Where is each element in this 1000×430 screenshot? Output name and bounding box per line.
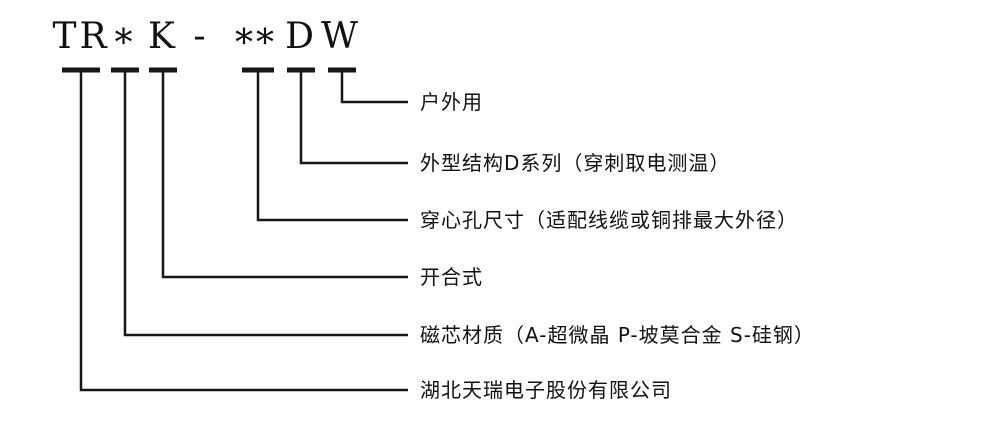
code-seg-w: W xyxy=(320,16,362,57)
label-company: 湖北天瑞电子股份有限公司 xyxy=(420,378,672,402)
code-seg-core-material-placeholder: * xyxy=(114,23,136,64)
code-seg-k: K xyxy=(148,16,178,57)
label-split-type: 开合式 xyxy=(420,265,483,289)
connector-hole-size xyxy=(242,67,408,222)
connector-split-type xyxy=(149,67,408,279)
code-seg-dash: - xyxy=(193,16,209,57)
connector-structure-series xyxy=(287,67,408,165)
label-hole-size: 穿心孔尺寸（适配线缆或铜排最大外径） xyxy=(420,208,798,232)
label-structure-series: 外型结构D系列（穿刺取电测温） xyxy=(420,151,731,175)
code-seg-d: D xyxy=(285,16,317,57)
label-outdoor: 户外用 xyxy=(420,90,483,114)
label-core-material: 磁芯材质（A-超微晶 P-坡莫合金 S-硅钢） xyxy=(420,323,815,347)
connector-tr-company xyxy=(62,67,408,392)
connector-core-material xyxy=(111,67,408,337)
connector-outdoor xyxy=(328,67,408,104)
code-seg-tr: TR xyxy=(52,16,110,57)
code-seg-hole-size-placeholder: ** xyxy=(235,23,277,64)
